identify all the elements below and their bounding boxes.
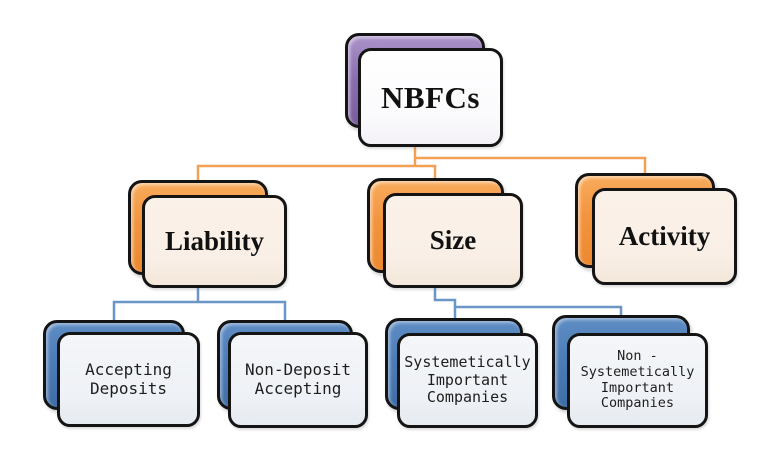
accepting-deposits-node: Accepting Deposits xyxy=(57,332,200,427)
non-deposit-accepting-node: Non-Deposit Accepting xyxy=(228,332,368,428)
activity-node: Activity xyxy=(592,188,737,285)
systemically-important-label: Systemetically Important Companies xyxy=(404,352,531,407)
activity-label: Activity xyxy=(618,221,711,251)
connector-size-stem xyxy=(433,288,457,308)
liability-label: Liability xyxy=(164,226,265,256)
nbfcs-node: NBFCs xyxy=(358,48,503,147)
nbfcs-label: NBFCs xyxy=(381,79,480,115)
size-label: Size xyxy=(429,225,477,255)
connector-size-to-children xyxy=(453,305,623,320)
systemically-important-node: Systemetically Important Companies xyxy=(397,333,538,428)
size-node: Size xyxy=(383,193,523,288)
non-systemically-important-label: Non - Systemetically Important Companies xyxy=(580,347,695,412)
connector-liability-to-children xyxy=(112,300,287,323)
connector-root-to-activity xyxy=(415,156,647,176)
non-deposit-accepting-label: Non-Deposit Accepting xyxy=(245,360,351,398)
non-systemically-important-node: Non - Systemetically Important Companies xyxy=(567,333,708,428)
connector-root-to-liability-size xyxy=(196,164,437,183)
accepting-deposits-label: Accepting Deposits xyxy=(85,359,172,398)
liability-node: Liability xyxy=(142,195,287,288)
